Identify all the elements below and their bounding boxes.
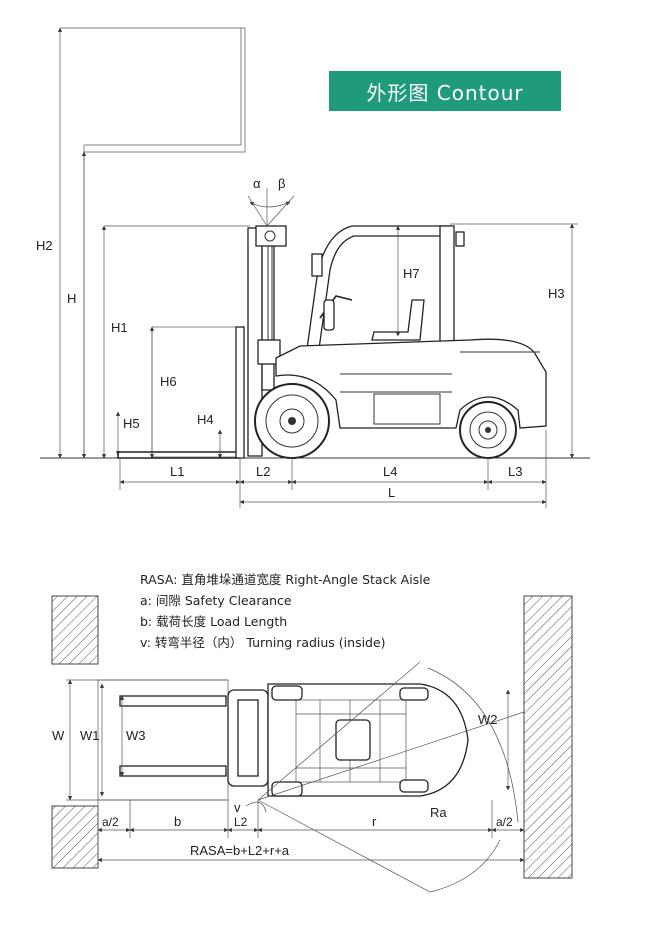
svg-text:a/2: a/2 [496, 815, 513, 829]
svg-text:L: L [388, 485, 395, 500]
tilt-angle: α β [247, 176, 295, 227]
top-view: W W1 W3 W2 Ra v [51, 595, 573, 893]
dim-h4: H4 [197, 412, 223, 459]
dim-h2: H2 [36, 27, 63, 459]
svg-text:L4: L4 [383, 464, 397, 479]
svg-text:W1: W1 [80, 728, 100, 743]
svg-text:H6: H6 [160, 374, 177, 389]
mast [247, 225, 287, 457]
side-view: H2 H H1 H6 H5 [36, 27, 590, 508]
svg-text:W3: W3 [126, 728, 146, 743]
wall-right [523, 595, 573, 879]
dim-h5: H5 [115, 411, 140, 456]
svg-text:W: W [52, 728, 65, 743]
legend-rasa: RASA: 直角堆垛通道宽度 Right-Angle Stack Aisle [140, 572, 431, 587]
svg-text:H3: H3 [548, 286, 565, 301]
legend-a: a: 间隙 Safety Clearance [140, 593, 292, 608]
wall-top-left [51, 595, 99, 665]
dim-h3: H3 [450, 223, 578, 459]
contour-title-banner: 外形图 Contour [329, 71, 561, 111]
dim-widths: W W1 W3 [52, 679, 228, 801]
dim-lengths: L1 L2 L4 L3 L [119, 430, 547, 508]
top-truck [227, 683, 469, 797]
load-block: H6 [149, 326, 245, 459]
svg-text:α: α [253, 176, 261, 191]
svg-text:L3: L3 [508, 464, 522, 479]
svg-text:b: b [174, 814, 181, 829]
dim-w2: W2 [478, 689, 511, 791]
svg-text:L2: L2 [234, 815, 248, 829]
svg-text:v: v [234, 800, 241, 815]
svg-text:L2: L2 [256, 464, 270, 479]
svg-text:H: H [67, 291, 76, 306]
wall-bottom-left [51, 805, 99, 869]
legend-v: v: 转弯半径（内） Turning radius (inside) [140, 635, 386, 650]
forks [117, 326, 245, 459]
raised-mast-outline [60, 27, 246, 458]
rear-wheel [459, 401, 517, 459]
dim-h1: H1 [101, 225, 250, 459]
svg-text:RASA=b+L2+r+a: RASA=b+L2+r+a [190, 843, 290, 858]
svg-text:H4: H4 [197, 412, 214, 427]
front-wheel [254, 383, 330, 459]
dim-aisle: a/2 b L2 r a/2 RASA=b+L2+r+a [97, 800, 525, 868]
truck-body [275, 225, 547, 429]
svg-text:H1: H1 [111, 320, 128, 335]
svg-text:β: β [278, 176, 285, 191]
svg-text:r: r [372, 814, 377, 829]
dim-h7: H7 [395, 225, 420, 337]
svg-text:L1: L1 [170, 464, 184, 479]
svg-text:H2: H2 [36, 238, 53, 253]
turning-arcs: Ra v [234, 661, 525, 893]
legend: RASA: 直角堆垛通道宽度 Right-Angle Stack Aisle a… [140, 572, 431, 650]
svg-text:Ra: Ra [430, 805, 447, 820]
svg-text:a/2: a/2 [102, 815, 119, 829]
svg-text:H7: H7 [403, 266, 420, 281]
legend-b: b: 载荷长度 Load Length [140, 614, 287, 629]
dim-h: H [67, 151, 87, 459]
svg-text:H5: H5 [123, 416, 140, 431]
